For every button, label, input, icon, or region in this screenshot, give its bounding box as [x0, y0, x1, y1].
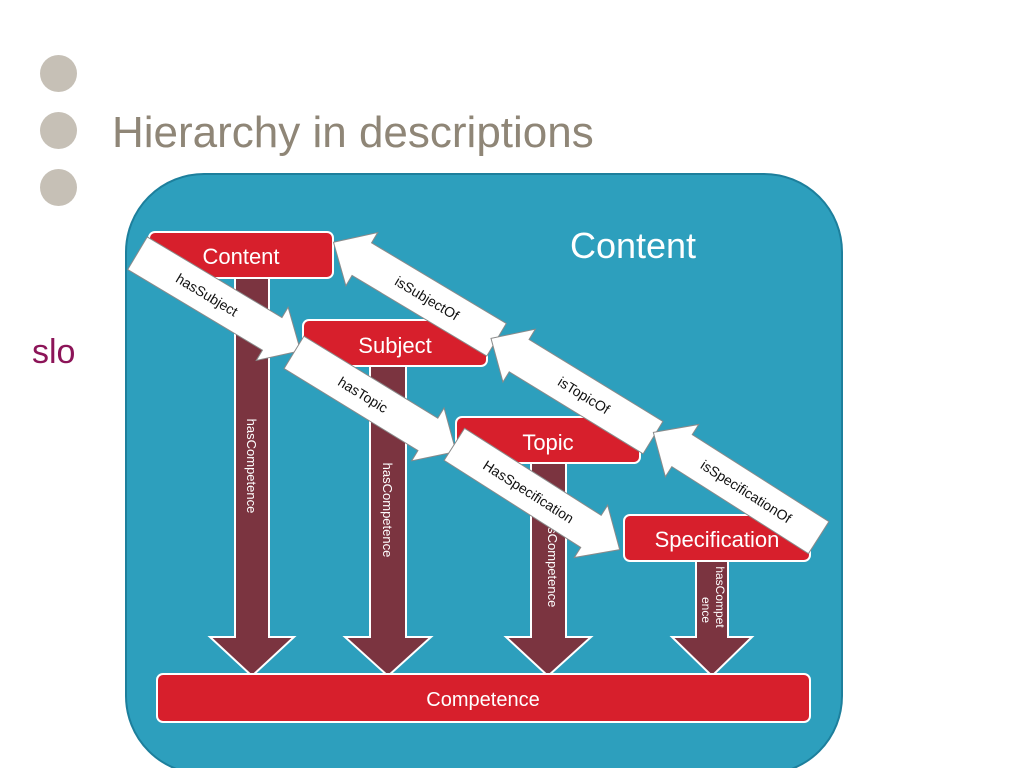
is-topic-of-arrow [490, 328, 664, 455]
bullet-dot-1 [40, 55, 77, 92]
bullet-dot-3 [40, 169, 77, 206]
has-competence-label-4b: ence [699, 597, 713, 623]
slo-logo: slo [32, 333, 76, 371]
bullet-dot-2 [40, 112, 77, 149]
has-competence-arrow-3 [503, 457, 594, 678]
competence-box [156, 673, 811, 723]
topic-box-label: Topic [522, 430, 573, 455]
frame-label: Content [570, 225, 696, 266]
is-specification-of-arrow [652, 423, 830, 555]
has-competence-arrow-4 [669, 559, 755, 678]
has-competence-label-1: hasCompetence [244, 419, 259, 514]
content-box-label: Content [202, 244, 279, 269]
has-subject-arrow [127, 236, 302, 362]
is-subject-of-arrow [332, 231, 507, 357]
has-competence-label-4a: hasCompet [713, 566, 727, 628]
has-specification-arrow [443, 427, 621, 559]
competence-label: Competence [426, 689, 539, 711]
has-competence-label-3: hasCompetence [545, 513, 560, 608]
specification-box-label: Specification [655, 527, 780, 552]
subject-box-label: Subject [358, 333, 431, 358]
has-topic-arrow [283, 335, 457, 462]
has-competence-label-2: hasCompetence [380, 463, 395, 558]
slide-title: Hierarchy in descriptions [112, 108, 594, 157]
